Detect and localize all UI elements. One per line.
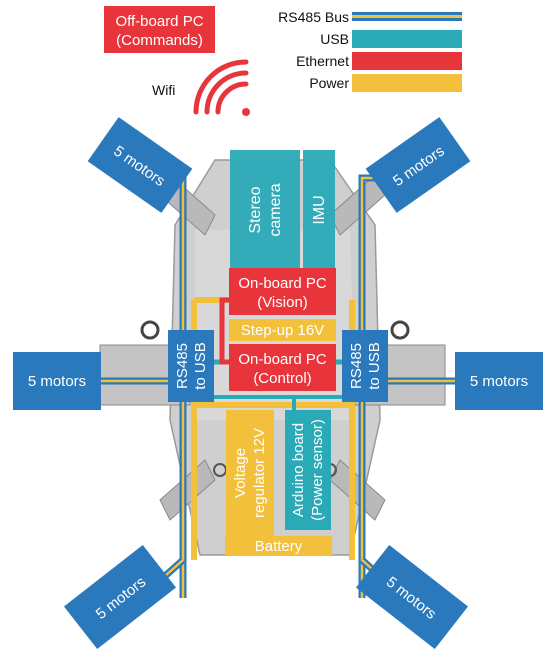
legend-label-ethernet: Ethernet: [296, 53, 349, 69]
battery-label: Battery: [255, 538, 303, 555]
motor-group-bottom-right: 5 motors: [355, 544, 469, 650]
motor-group-left: 5 motors: [13, 352, 101, 410]
legend-label-power: Power: [309, 75, 349, 91]
control-pc-line1: On-board PC: [238, 351, 327, 368]
vision-pc-line1: On-board PC: [238, 275, 327, 292]
voltage-regulator-module: Voltage regulator 12V: [226, 410, 274, 536]
arduino-board-module: Arduino board (Power sensor): [285, 410, 331, 530]
legend-swatch-ethernet: [352, 52, 462, 70]
rs485-usb-left: RS485 to USB: [168, 330, 214, 402]
legend-swatch-rs485: [352, 12, 462, 21]
step-up-module: Step-up 16V: [229, 319, 336, 341]
rs485-left-line1: RS485: [174, 343, 191, 389]
control-pc-line2: (Control): [253, 370, 311, 387]
voltage-regulator-line2: regulator 12V: [251, 428, 268, 518]
legend-swatch-power: [352, 74, 462, 92]
wifi-icon: [193, 59, 250, 116]
vision-pc-line2: (Vision): [257, 294, 308, 311]
imu-module: IMU: [303, 150, 335, 268]
onboard-pc-vision: On-board PC (Vision): [229, 268, 336, 315]
stereo-camera-line2: camera: [267, 183, 284, 236]
rs485-left-line2: to USB: [192, 342, 209, 390]
arduino-line1: Arduino board: [290, 423, 307, 517]
rs485-usb-right: RS485 to USB: [342, 330, 388, 402]
rs485-right-line1: RS485: [348, 343, 365, 389]
motor-group-label: 5 motors: [28, 373, 86, 390]
rs485-right-line2: to USB: [366, 342, 383, 390]
stereo-camera-line1: Stereo: [247, 186, 264, 233]
step-up-label: Step-up 16V: [241, 322, 324, 339]
wifi-label: Wifi: [152, 82, 175, 98]
legend-label-usb: USB: [320, 31, 349, 47]
ethernet-wire: [219, 297, 229, 365]
offboard-pc-line2: (Commands): [116, 32, 203, 49]
motor-group-label: 5 motors: [470, 373, 528, 390]
imu-label: IMU: [311, 195, 328, 224]
motor-group-top-left: 5 motors: [87, 117, 193, 213]
battery-module: Battery: [225, 536, 332, 556]
legend-swatch-usb: [352, 30, 462, 48]
motor-group-top-right: 5 motors: [365, 117, 471, 213]
motor-group-right: 5 motors: [455, 352, 543, 410]
motor-group-bottom-left: 5 motors: [63, 544, 177, 650]
onboard-pc-control: On-board PC (Control): [229, 344, 336, 391]
offboard-pc-line1: Off-board PC: [115, 13, 203, 30]
legend: RS485 Bus USB Ethernet Power: [278, 9, 462, 92]
offboard-pc-box: Off-board PC (Commands): [104, 6, 215, 53]
legend-label-rs485: RS485 Bus: [278, 9, 349, 25]
arduino-line2: (Power sensor): [309, 419, 326, 521]
voltage-regulator-line1: Voltage: [232, 448, 249, 498]
stereo-camera-module: Stereo camera: [230, 150, 300, 268]
